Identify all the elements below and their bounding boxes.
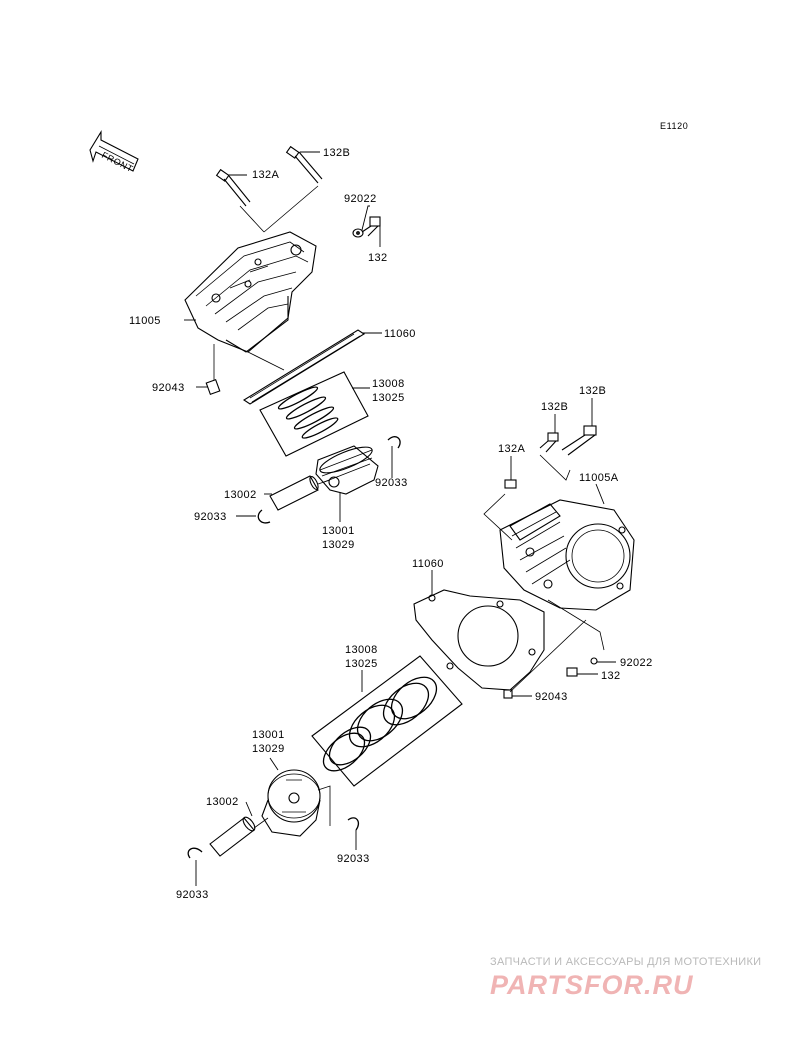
- callout-92022-rear: 92022: [620, 657, 653, 669]
- piston-pin-13002-rear[interactable]: [209, 801, 257, 857]
- cylinder-11005[interactable]: [184, 231, 317, 353]
- bolt-132a-front[interactable]: [215, 168, 251, 207]
- cylinder-11005a[interactable]: [499, 483, 635, 611]
- callout-92043-rear: 92043: [535, 691, 568, 703]
- callout-132b-rear: 132B: [541, 401, 568, 413]
- washer-92022-rear[interactable]: [590, 657, 616, 665]
- callout-92033-rear-left: 92033: [176, 889, 209, 901]
- piston-rings-13008-rear[interactable]: [311, 655, 463, 787]
- circlip-92033-rear-left[interactable]: [187, 847, 203, 886]
- callout-11005: 11005: [129, 315, 161, 327]
- callout-11060-rear: 11060: [412, 558, 444, 570]
- watermark-logo: PARTSFOR.RU: [490, 970, 694, 1000]
- circlip-92033-front-right[interactable]: [387, 436, 401, 478]
- dowel-92043-front[interactable]: [196, 344, 221, 396]
- callout-132b-front: 132B: [323, 147, 350, 159]
- watermark: ЗАПЧАСТИ И АКСЕССУАРЫ ДЛЯ МОТОТЕХНИКИ PA…: [490, 956, 761, 1000]
- callout-92033-rear-right: 92033: [337, 853, 370, 865]
- callout-13025-front: 13025: [372, 392, 405, 404]
- callout-11060-front: 11060: [384, 328, 416, 340]
- bolt-132b-front[interactable]: [285, 145, 323, 184]
- callout-92033-front-right: 92033: [375, 477, 408, 489]
- callout-11005a: 11005A: [579, 472, 619, 484]
- callout-13029-front: 13029: [322, 539, 355, 551]
- bolt-132b-rear[interactable]: [539, 414, 559, 453]
- piston-rings-13008-front[interactable]: [259, 371, 370, 457]
- circlip-92033-front-left[interactable]: [236, 509, 271, 524]
- callout-132-rear: 132: [601, 670, 621, 682]
- bolt-132a-rear[interactable]: [504, 456, 517, 489]
- dowel-92043-rear[interactable]: [503, 689, 532, 699]
- diagram-code: E1120: [660, 121, 688, 131]
- callout-92033-front-left: 92033: [194, 511, 227, 523]
- front-label: FRONT: [100, 150, 135, 174]
- callout-13008-front: 13008: [372, 378, 405, 390]
- gasket-11060-rear[interactable]: [413, 570, 545, 691]
- callout-13001-rear: 13001: [252, 729, 285, 741]
- callout-13029-rear: 13029: [252, 743, 285, 755]
- callout-132b-rear-top: 132B: [579, 385, 606, 397]
- front-arrow-icon: FRONT: [89, 130, 139, 174]
- callout-132-front: 132: [368, 252, 388, 264]
- bolt-132b-rear-top[interactable]: [561, 398, 597, 456]
- bolt-132-front[interactable]: [361, 216, 381, 247]
- callout-132a-rear: 132A: [498, 443, 526, 455]
- piston-13001-rear[interactable]: [261, 757, 321, 837]
- circlip-92033-rear-right[interactable]: [347, 817, 360, 850]
- callout-13002-rear: 13002: [206, 796, 239, 808]
- callout-92022-front: 92022: [344, 193, 377, 205]
- callout-13001-front: 13001: [322, 525, 355, 537]
- callout-13025-rear: 13025: [345, 658, 378, 670]
- bolt-132-rear[interactable]: [566, 667, 598, 677]
- callout-13008-rear: 13008: [345, 644, 378, 656]
- washer-92022-front[interactable]: [352, 205, 370, 238]
- callout-92043-front: 92043: [152, 382, 185, 394]
- piston-pin-13002-front[interactable]: [264, 475, 331, 511]
- watermark-tagline: ЗАПЧАСТИ И АКСЕССУАРЫ ДЛЯ МОТОТЕХНИКИ: [490, 956, 761, 968]
- gasket-11060-front[interactable]: [242, 329, 382, 405]
- callout-13002-front: 13002: [224, 489, 257, 501]
- piston-13001-front[interactable]: [315, 442, 379, 522]
- callout-132a-front: 132A: [252, 169, 280, 181]
